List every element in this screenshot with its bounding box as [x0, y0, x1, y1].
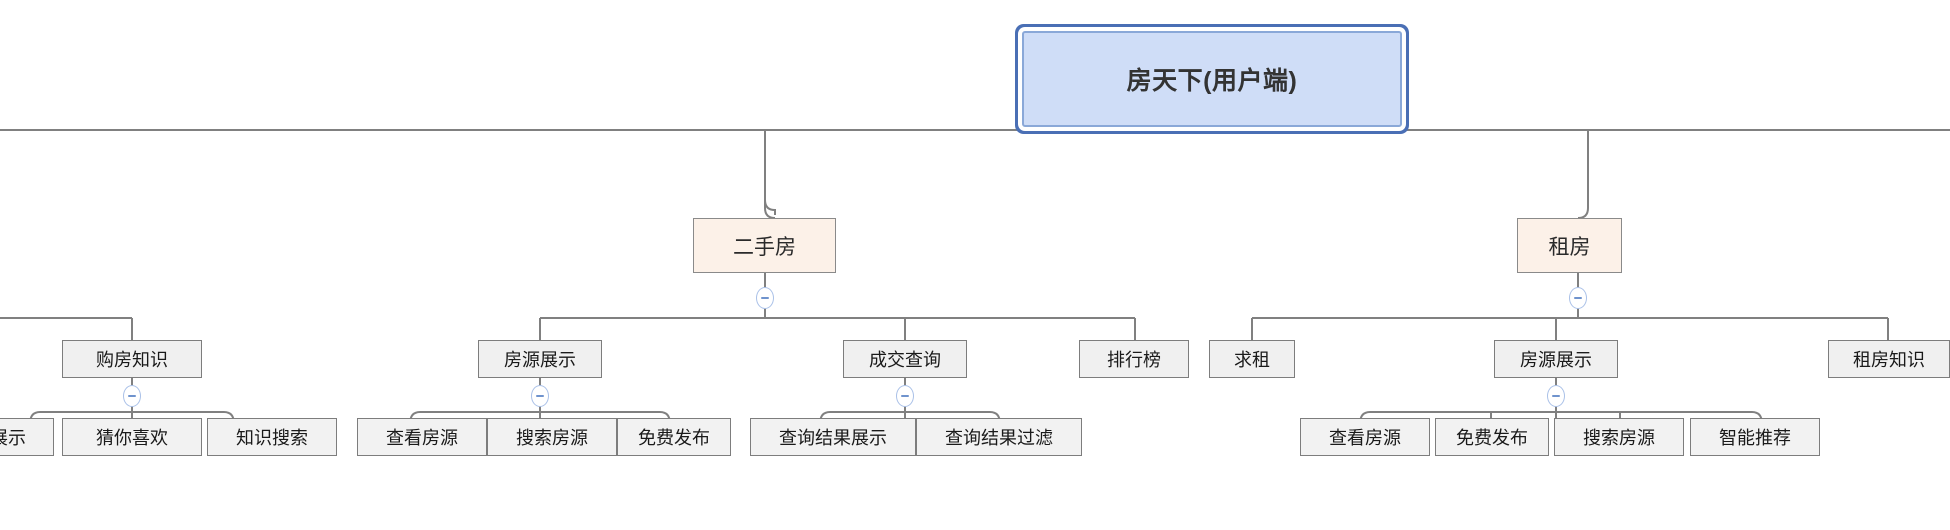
toggle-fangyuanzhanshi-2[interactable]	[1547, 385, 1565, 407]
leaf-zhanshi[interactable]: 展示	[0, 418, 54, 456]
toggle-ershoufang[interactable]	[756, 287, 774, 309]
node-chengjiaochaxun[interactable]: 成交查询	[843, 340, 967, 378]
leaf-cainixihuan[interactable]: 猜你喜欢	[62, 418, 202, 456]
leaf-mianfeifabu-2[interactable]: 免费发布	[1435, 418, 1549, 456]
toggle-goufangzhishi[interactable]	[123, 385, 141, 407]
leaf-chaxunjieguoguolv-label: 查询结果过滤	[945, 428, 1053, 448]
node-goufangzhishi[interactable]: 购房知识	[62, 340, 202, 378]
leaf-chaxunjieguozhanshi-label: 查询结果展示	[779, 428, 887, 448]
leaf-chaxunjieguozhanshi[interactable]: 查询结果展示	[750, 418, 916, 456]
leaf-chakanfangyuan-2-label: 查看房源	[1329, 428, 1401, 448]
leaf-mianfeifabu-2-label: 免费发布	[1456, 428, 1528, 448]
node-fangyuanzhanshi-1[interactable]: 房源展示	[478, 340, 602, 378]
node-zufang-label: 租房	[1548, 235, 1591, 259]
node-fangyuanzhanshi-2[interactable]: 房源展示	[1494, 340, 1618, 378]
node-qiuzu-label: 求租	[1234, 350, 1270, 370]
node-qiuzu[interactable]: 求租	[1209, 340, 1295, 378]
leaf-zhinengtuijian[interactable]: 智能推荐	[1690, 418, 1820, 456]
minus-icon	[761, 297, 769, 299]
node-zufangzhishi[interactable]: 租房知识	[1828, 340, 1950, 378]
leaf-zhishisousuo[interactable]: 知识搜索	[207, 418, 337, 456]
toggle-zufang[interactable]	[1569, 287, 1587, 309]
node-chengjiaochaxun-label: 成交查询	[869, 350, 941, 370]
leaf-sousuofangyuan-2-label: 搜索房源	[1583, 428, 1655, 448]
leaf-cainixihuan-label: 猜你喜欢	[96, 428, 168, 448]
leaf-sousuofangyuan-1[interactable]: 搜索房源	[487, 418, 617, 456]
leaf-zhishisousuo-label: 知识搜索	[236, 428, 308, 448]
node-root-label: 房天下(用户端)	[1126, 67, 1298, 95]
node-ershoufang[interactable]: 二手房	[693, 218, 836, 273]
node-root[interactable]: 房天下(用户端)	[1022, 31, 1402, 127]
node-zufangzhishi-label: 租房知识	[1853, 350, 1925, 370]
node-ershoufang-label: 二手房	[733, 235, 796, 259]
minus-icon	[901, 395, 909, 397]
leaf-zhanshi-label: 展示	[0, 428, 26, 448]
toggle-chengjiaochaxun[interactable]	[896, 385, 914, 407]
minus-icon	[536, 395, 544, 397]
leaf-zhinengtuijian-label: 智能推荐	[1719, 428, 1791, 448]
leaf-chaxunjieguoguolv[interactable]: 查询结果过滤	[916, 418, 1082, 456]
leaf-mianfeifabu-1-label: 免费发布	[638, 428, 710, 448]
node-fangyuanzhanshi-2-label: 房源展示	[1520, 350, 1592, 370]
node-goufangzhishi-label: 购房知识	[96, 350, 168, 370]
node-paihangbang[interactable]: 排行榜	[1079, 340, 1189, 378]
minus-icon	[1552, 395, 1560, 397]
leaf-mianfeifabu-1[interactable]: 免费发布	[617, 418, 731, 456]
node-paihangbang-label: 排行榜	[1107, 350, 1161, 370]
leaf-sousuofangyuan-2[interactable]: 搜索房源	[1554, 418, 1684, 456]
minus-icon	[1574, 297, 1582, 299]
node-fangyuanzhanshi-1-label: 房源展示	[504, 350, 576, 370]
leaf-chakanfangyuan-2[interactable]: 查看房源	[1300, 418, 1430, 456]
leaf-chakanfangyuan-1-label: 查看房源	[386, 428, 458, 448]
toggle-fangyuanzhanshi-1[interactable]	[531, 385, 549, 407]
node-zufang[interactable]: 租房	[1517, 218, 1622, 273]
minus-icon	[128, 395, 136, 397]
leaf-sousuofangyuan-1-label: 搜索房源	[516, 428, 588, 448]
leaf-chakanfangyuan-1[interactable]: 查看房源	[357, 418, 487, 456]
